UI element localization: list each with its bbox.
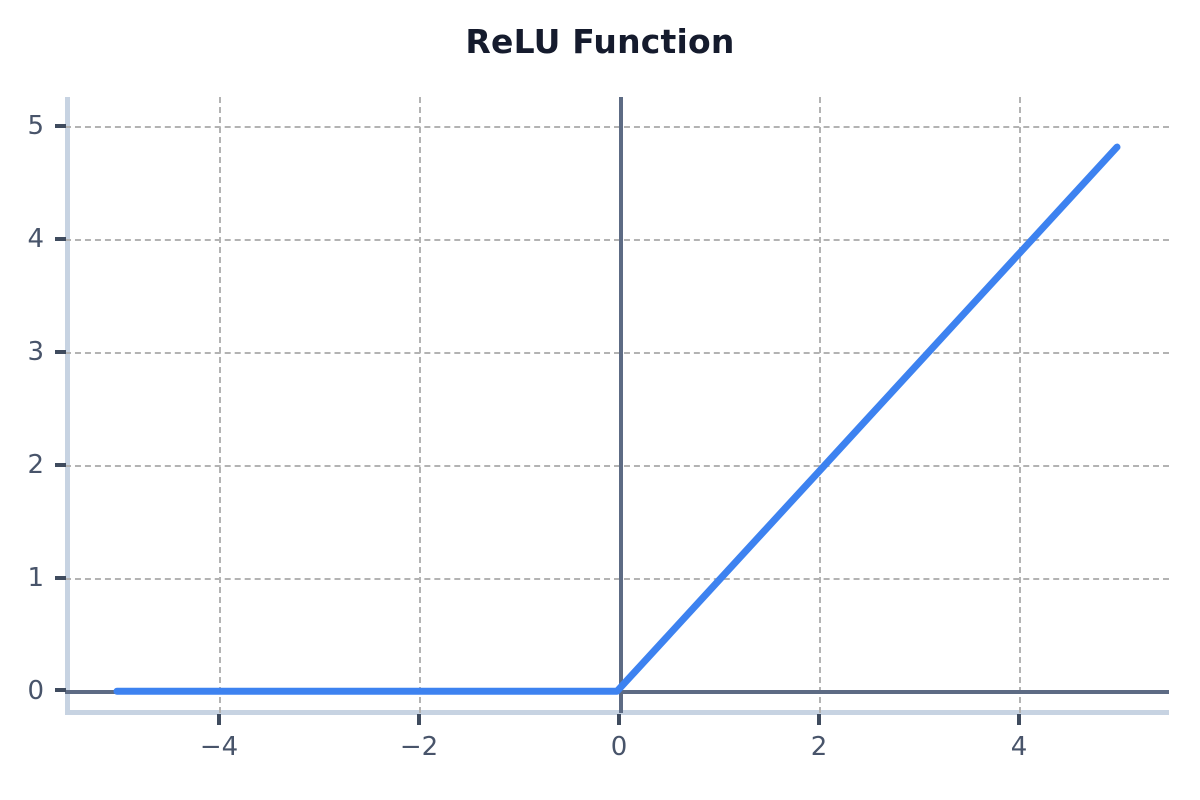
x-axis-spine [65, 710, 1169, 715]
x-tick-mark-0 [617, 714, 621, 725]
x-tick-label-minus4: −4 [199, 732, 239, 762]
y-tick-label-3: 3 [27, 337, 44, 367]
gridline-x-minus4 [219, 97, 221, 713]
gridline-y-3 [65, 352, 1169, 354]
gridline-x-minus2 [419, 97, 421, 713]
y-tick-label-1: 1 [27, 563, 44, 593]
y-tick-mark-3 [55, 350, 66, 354]
y-axis-spine [65, 97, 70, 715]
gridline-y-2 [65, 465, 1169, 467]
gridline-x-4 [1019, 97, 1021, 713]
y-tick-mark-0 [55, 688, 66, 692]
x-tick-label-4: 4 [1010, 732, 1028, 762]
axis-zero-vertical [619, 97, 623, 713]
y-tick-label-4: 4 [27, 224, 44, 254]
x-tick-mark-2 [817, 714, 821, 725]
gridline-y-4 [65, 239, 1169, 241]
x-tick-label-0: 0 [610, 732, 628, 762]
y-tick-label-2: 2 [27, 450, 44, 480]
axis-zero-horizontal [65, 690, 1169, 694]
y-tick-mark-2 [55, 463, 66, 467]
x-tick-mark-minus2 [417, 714, 421, 725]
x-tick-mark-minus4 [217, 714, 221, 725]
gridline-y-5 [65, 126, 1169, 128]
plot-area [65, 97, 1169, 713]
gridline-y-1 [65, 578, 1169, 580]
chart-title: ReLU Function [465, 22, 735, 61]
y-tick-mark-4 [55, 237, 66, 241]
gridline-x-2 [819, 97, 821, 713]
y-tick-mark-1 [55, 576, 66, 580]
x-tick-label-2: 2 [810, 732, 828, 762]
x-tick-label-minus2: −2 [399, 732, 439, 762]
y-tick-label-5: 5 [27, 111, 44, 141]
y-tick-label-0: 0 [27, 676, 44, 706]
x-tick-mark-4 [1017, 714, 1021, 725]
y-tick-mark-5 [55, 124, 66, 128]
